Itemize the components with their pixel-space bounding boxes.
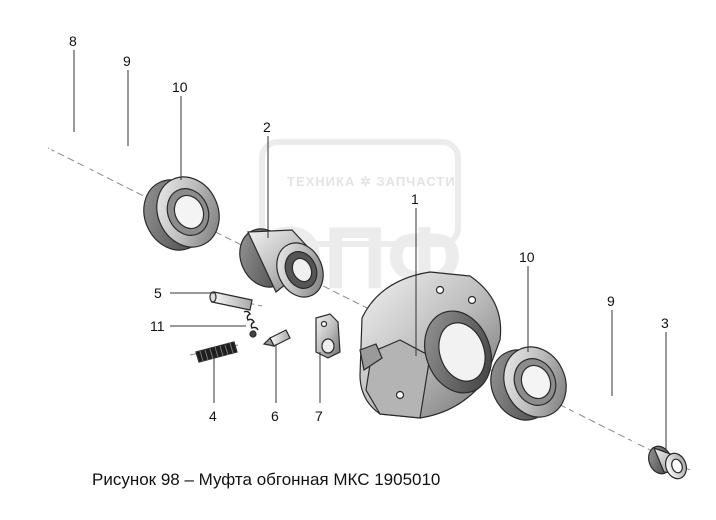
callout-4: 4: [209, 408, 217, 424]
part-10-bearing-left: [143, 176, 220, 251]
callout-9: 9: [607, 293, 615, 309]
callout-5: 5: [154, 285, 162, 301]
callouts: 8 9 10 2 1 10 9 3 5 11 4 6 7: [69, 33, 669, 424]
callout-10: 10: [519, 249, 535, 265]
part-6-roller: [262, 329, 291, 347]
callout-10: 10: [172, 79, 188, 95]
part-3-bushing: [648, 445, 687, 480]
leader-lines: [73, 50, 667, 450]
part-8-snap-ring: [48, 128, 92, 178]
part-11-spring-small: [243, 310, 259, 338]
watermark-frame: [259, 139, 461, 247]
part-9-retaining-ring-left: [86, 143, 154, 221]
callout-3: 3: [661, 315, 669, 331]
callout-8: 8: [69, 33, 77, 49]
callout-2: 2: [263, 119, 271, 135]
part-7-bracket: [315, 313, 341, 359]
callout-7: 7: [315, 408, 323, 424]
callout-9: 9: [123, 53, 131, 69]
figure-caption: Рисунок 98 – Муфта обгонная МКС 1905010: [92, 470, 440, 489]
callout-11: 11: [150, 318, 165, 334]
part-4-spring: [195, 341, 238, 363]
assembly-axis: [47, 147, 691, 471]
part-10-bearing-right: [490, 346, 567, 421]
part-9-retaining-ring-right: [571, 393, 635, 467]
watermark-brand: ТЕХНИКА ✲ ЗАПЧАСТИ: [287, 174, 456, 189]
part-2-roller-cage: [239, 228, 324, 298]
callout-6: 6: [271, 408, 279, 424]
callout-1: 1: [411, 191, 419, 207]
part-1-housing: [359, 271, 502, 419]
part-5-pin: [209, 291, 253, 311]
